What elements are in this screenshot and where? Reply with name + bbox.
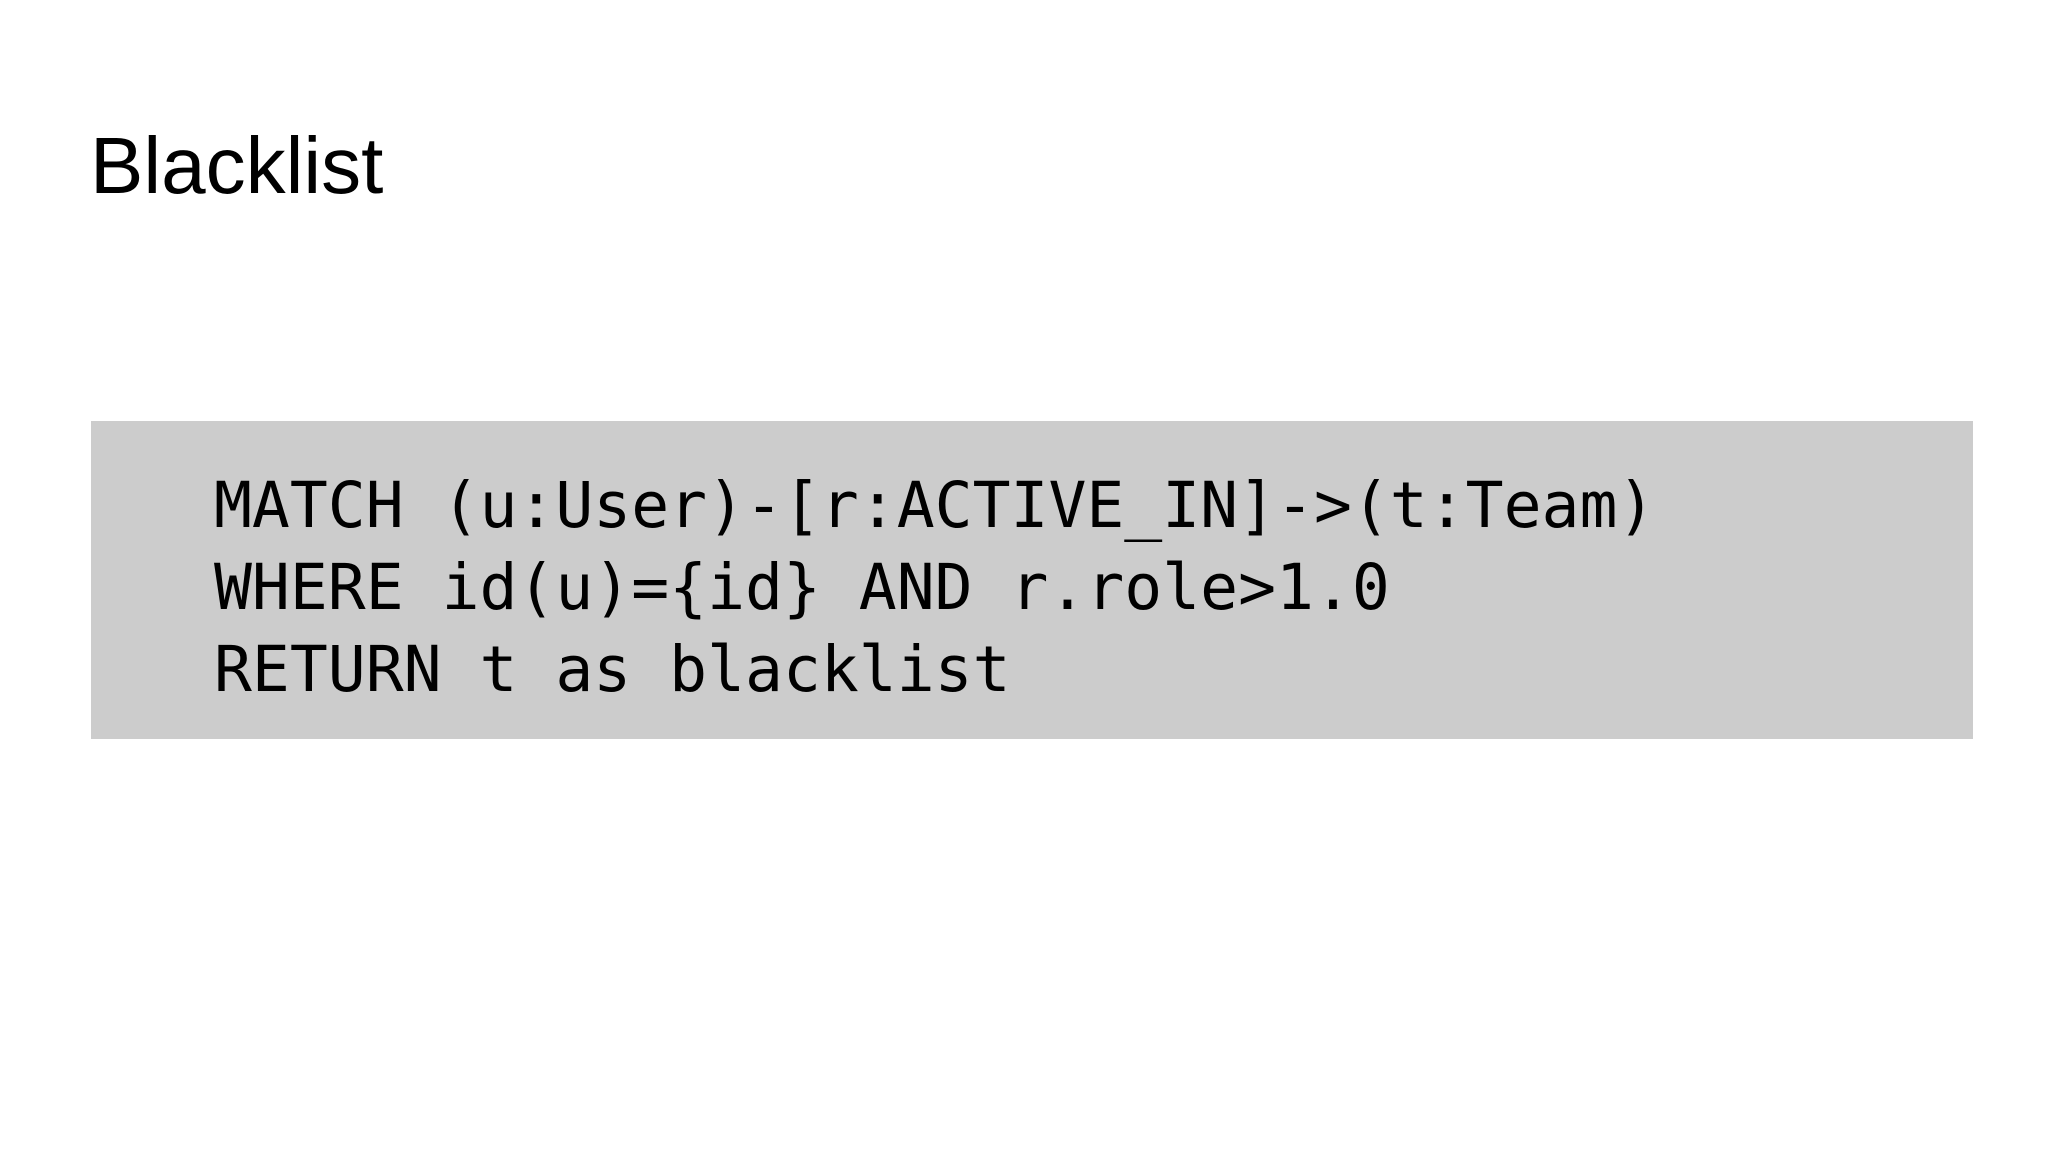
code-line-match: MATCH (u:User)-[r:ACTIVE_IN]->(t:Team) — [214, 469, 1656, 542]
code-line-return: RETURN t as blacklist — [214, 633, 1011, 706]
slide-title: Blacklist — [90, 121, 384, 210]
code-line-where: WHERE id(u)={id} AND r.role>1.0 — [214, 551, 1390, 624]
code-block: MATCH (u:User)-[r:ACTIVE_IN]->(t:Team) W… — [91, 421, 1973, 739]
